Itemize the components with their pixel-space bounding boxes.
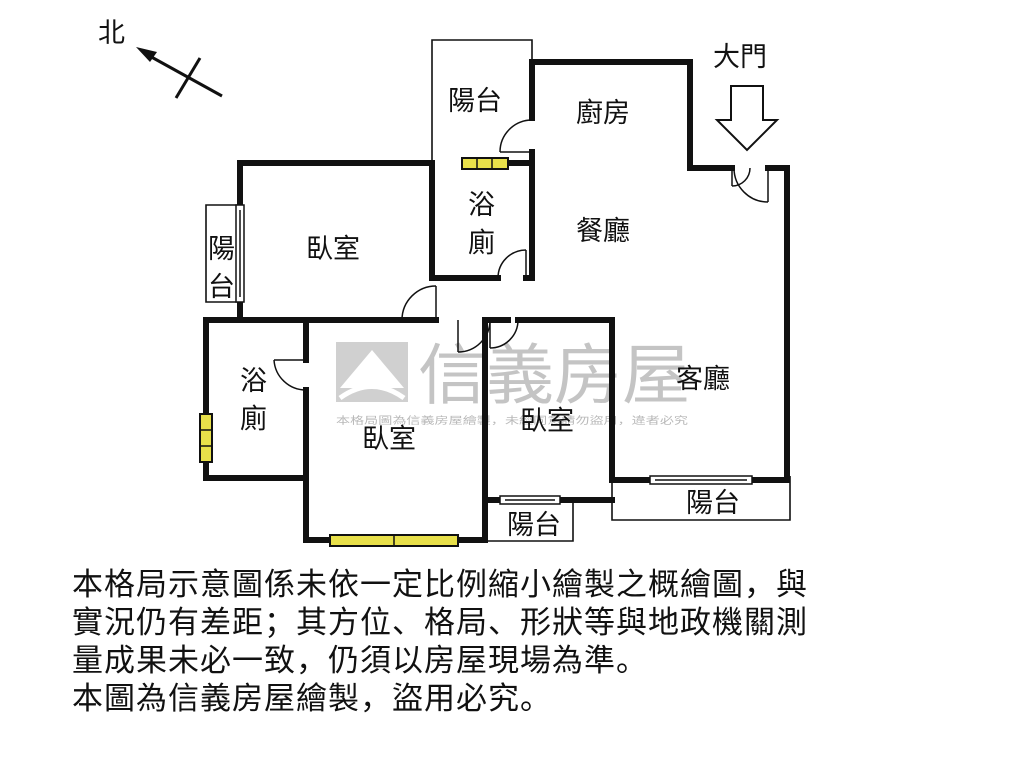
door-bath-west (273, 359, 307, 391)
door-bedroom-s (489, 319, 519, 349)
door-bath-top (497, 249, 527, 279)
slider-west-balcony (235, 204, 245, 303)
door-entrance (731, 167, 769, 203)
label-bedroom-s: 臥室 (520, 406, 574, 437)
window-bath-west (199, 413, 213, 463)
disclaimer-line: 量成果未必一致，仍須以房屋現場為準。 (72, 643, 648, 679)
windows (199, 157, 753, 547)
slider-living-balcony (649, 475, 753, 485)
label-balcony-west-2: 台 (208, 272, 235, 303)
label-dining: 餐廳 (576, 216, 630, 247)
watermark-logo-icon (336, 342, 408, 402)
doors (273, 119, 769, 391)
label-balcony-s: 陽台 (507, 510, 561, 541)
label-balcony-top: 陽台 (448, 86, 502, 117)
label-kitchen: 廚房 (576, 98, 630, 129)
room-labels: 陽台 廚房 浴 廁 餐廳 臥室 陽 台 浴 廁 臥室 臥室 客廳 陽台 陽台 (208, 86, 740, 541)
watermark-notice: 本格局圖為信義房屋繪製，未經同意請勿盜用，違者必究 (336, 414, 688, 427)
door-kitchen-balcony (499, 119, 533, 153)
label-living: 客廳 (676, 364, 730, 395)
disclaimer: 本格局示意圖係未依一定比例縮小繪製之概繪圖，與 實況仍有差距；其方位、格局、形狀… (72, 566, 972, 718)
compass-arrowhead-icon (136, 47, 157, 62)
north-label: 北 (98, 18, 125, 49)
door-bedroom-nw (401, 285, 437, 321)
disclaimer-line: 實況仍有差距；其方位、格局、形狀等與地政機關測 (72, 605, 808, 641)
compass-arrow-icon (145, 52, 223, 98)
window-bath-top (461, 157, 509, 170)
compass-cross-icon (174, 57, 202, 99)
entrance-label: 大門 (713, 42, 767, 73)
watermark: 信義房屋 本格局圖為信義房屋繪製，未經同意請勿盜用，違者必究 (336, 337, 690, 427)
disclaimer-line: 本圖為信義房屋繪製，盜用必究。 (72, 681, 552, 717)
disclaimer-line: 本格局示意圖係未依一定比例縮小繪製之概繪圖，與 (72, 567, 808, 603)
label-balcony-west-1: 陽 (208, 234, 235, 265)
watermark-brand: 信義房屋 (418, 337, 690, 414)
slider-south-balcony (499, 495, 561, 505)
floor-plan: 信義房屋 本格局圖為信義房屋繪製，未經同意請勿盜用，違者必究 北 大門 (98, 18, 791, 547)
label-bedroom-nw: 臥室 (306, 234, 360, 265)
compass: 北 (98, 18, 223, 99)
entrance-arrow-icon (714, 85, 780, 152)
label-bedroom-sw: 臥室 (362, 424, 416, 455)
label-bath-west-2: 廁 (240, 404, 267, 435)
walls (203, 59, 790, 543)
label-bath-west-1: 浴 (240, 366, 267, 397)
window-bedroom-south (329, 534, 459, 547)
entrance-marker: 大門 (713, 42, 780, 152)
label-bath-top-1: 浴 (468, 190, 495, 221)
label-bath-top-2: 廁 (468, 228, 495, 259)
label-balcony-se: 陽台 (686, 488, 740, 519)
